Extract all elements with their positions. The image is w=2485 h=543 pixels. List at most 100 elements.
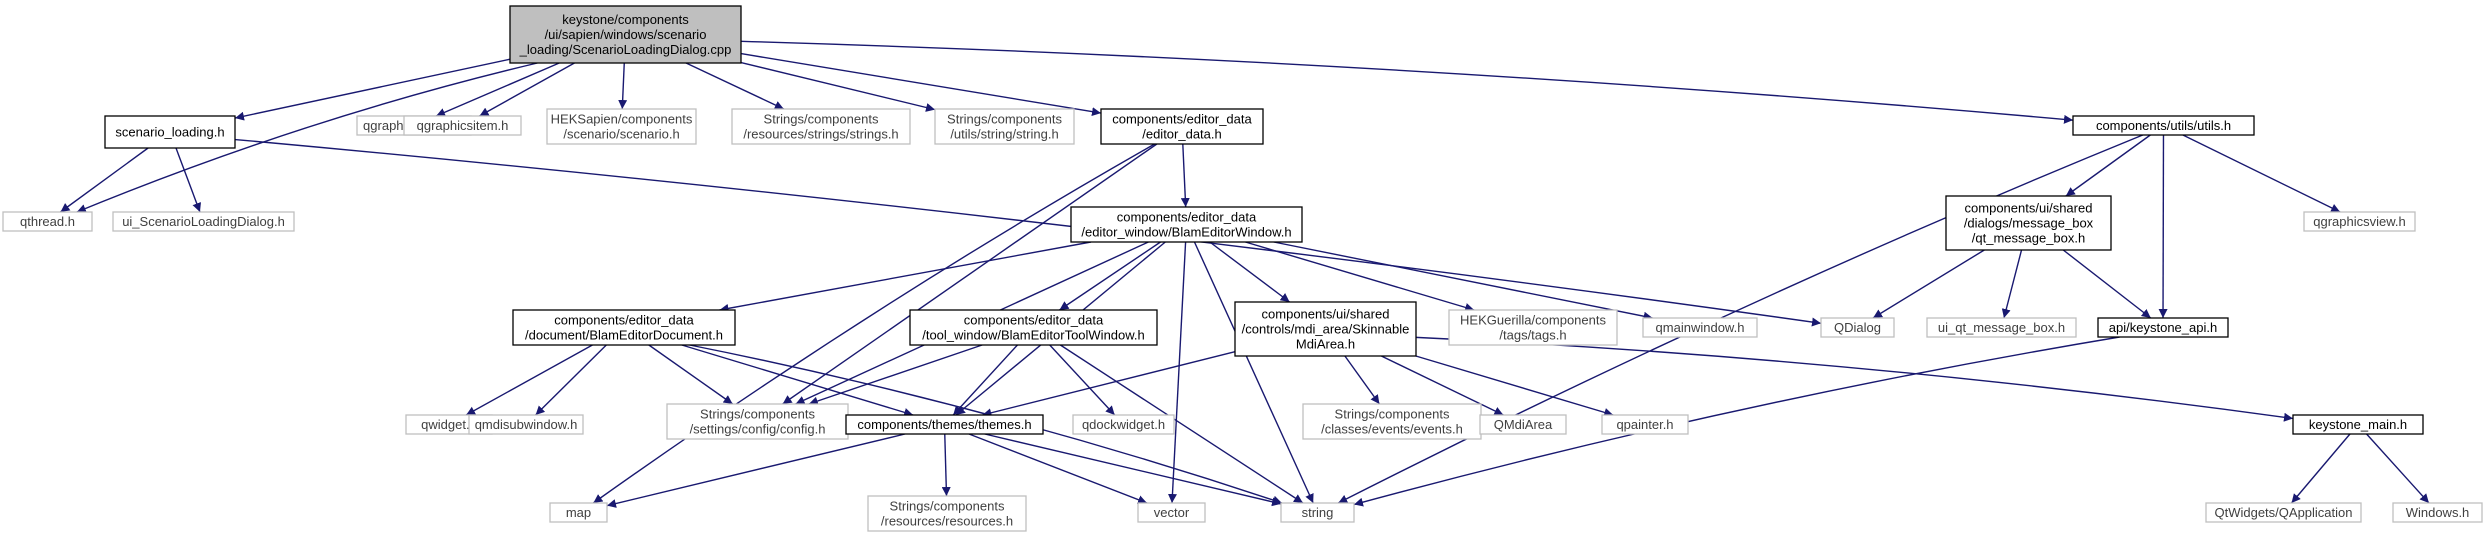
node-qapplication: QtWidgets/QApplication xyxy=(2205,502,2362,523)
node-label-line: _loading/ScenarioLoadingDialog.cpp xyxy=(519,42,732,57)
node-label-line: /tags/tags.h xyxy=(1499,328,1566,343)
node-blam_editor_window[interactable]: components/editor_data/editor_window/Bla… xyxy=(1070,206,1303,243)
edge-keystone_api-to-string xyxy=(1353,336,2120,507)
node-box xyxy=(1448,309,1618,346)
node-label-line: qdockwidget.h xyxy=(1082,417,1165,432)
node-box xyxy=(1234,301,1417,357)
edge-root-to-qgraphicsscene xyxy=(435,62,560,117)
node-windows: Windows.h xyxy=(2392,502,2483,523)
node-label-line: map xyxy=(566,505,591,520)
edge-skinnable_mdi-to-themes xyxy=(982,351,1236,418)
node-vector: vector xyxy=(1137,502,1206,523)
edge-root-to-qgraphicsitem xyxy=(479,62,575,117)
node-string: string xyxy=(1280,502,1355,523)
node-box xyxy=(1642,317,1758,338)
node-label-line: api/keystone_api.h xyxy=(2109,320,2217,335)
node-label-line: qgraphicsitem.h xyxy=(417,118,509,133)
node-qgraphicsitem: qgraphicsitem.h xyxy=(403,115,522,136)
node-scenario_loading[interactable]: scenario_loading.h xyxy=(104,115,236,149)
node-box xyxy=(1302,403,1482,440)
node-box xyxy=(845,414,1044,435)
node-box xyxy=(934,108,1075,145)
edge-blam_editor_document-to-config xyxy=(648,344,734,405)
node-box xyxy=(1072,414,1175,435)
node-box xyxy=(909,309,1158,346)
edge-scenario_loading-to-qdialog xyxy=(234,138,1822,327)
node-blam_editor_document[interactable]: components/editor_data/document/BlamEdit… xyxy=(512,309,736,346)
node-themes[interactable]: components/themes/themes.h xyxy=(845,414,1044,435)
edge-root-to-strings_strings xyxy=(685,62,785,110)
node-label-line: /tool_window/BlamEditorToolWindow.h xyxy=(922,328,1145,343)
node-box xyxy=(2097,317,2229,338)
edge-themes-to-map xyxy=(606,433,906,508)
node-box xyxy=(666,403,849,440)
node-qmdiarea: QMdiArea xyxy=(1479,414,1567,435)
node-editor_data[interactable]: components/editor_data/editor_data.h xyxy=(1100,108,1264,145)
edge-message_box-to-keystone_api xyxy=(2062,249,2152,319)
edge-skinnable_mdi-to-keystone_main xyxy=(1415,336,2294,422)
edge-blam_editor_window-to-blam_editor_tool_window xyxy=(1059,241,1161,311)
node-box xyxy=(512,309,736,346)
edge-blam_editor_document-to-qwidget xyxy=(465,344,593,416)
node-label-line: QDialog xyxy=(1834,320,1881,335)
edge-themes-to-resources xyxy=(941,433,951,497)
edge-utils-to-string xyxy=(1337,134,2143,504)
node-label-line: /scenario/scenario.h xyxy=(563,127,679,142)
edge-blam_editor_window-to-string xyxy=(1193,241,1314,504)
edge-root-to-scenario_loading xyxy=(234,58,511,121)
node-label-line: components/editor_data xyxy=(1112,112,1252,127)
node-label-line: Windows.h xyxy=(2406,505,2470,520)
node-config: Strings/components/settings/config/confi… xyxy=(666,403,849,440)
node-keystone_api[interactable]: api/keystone_api.h xyxy=(2097,317,2229,338)
node-box xyxy=(2072,115,2255,136)
node-qdockwidget: qdockwidget.h xyxy=(1072,414,1175,435)
node-label-line: QMdiArea xyxy=(1494,417,1553,432)
edge-blam_editor_document-to-qmdisubwindow xyxy=(535,344,607,416)
node-utils[interactable]: components/utils/utils.h xyxy=(2072,115,2255,136)
node-label-line: components/ui/shared xyxy=(1965,201,2093,216)
edges-layer xyxy=(60,40,2430,508)
node-skinnable_mdi[interactable]: components/ui/shared/controls/mdi_area/S… xyxy=(1234,301,1417,357)
node-heksapien_scenario: HEKSapien/components/scenario/scenario.h xyxy=(546,108,697,145)
node-box xyxy=(509,5,742,64)
edge-skinnable_mdi-to-qpainter xyxy=(1415,355,1614,417)
node-box xyxy=(2292,414,2424,435)
node-blam_editor_tool_window[interactable]: components/editor_data/tool_window/BlamE… xyxy=(909,309,1158,346)
edge-utils-to-qgraphicsview xyxy=(2182,134,2341,213)
edge-scenario_loading-to-qthread xyxy=(60,147,149,213)
node-label-line: qgraphicsview.h xyxy=(2313,214,2406,229)
edge-scenario_loading-to-ui_dialog xyxy=(175,147,202,213)
node-root[interactable]: keystone/components/ui/sapien/windows/sc… xyxy=(509,5,742,64)
node-label-line: components/utils/utils.h xyxy=(2096,118,2231,133)
node-box xyxy=(1070,206,1303,243)
edge-blam_editor_tool_window-to-themes xyxy=(952,344,1018,416)
node-label-line: qmainwindow.h xyxy=(1656,320,1745,335)
node-strings_string: Strings/components/utils/string/string.h xyxy=(934,108,1075,145)
node-message_box[interactable]: components/ui/shared/dialogs/message_box… xyxy=(1945,195,2112,251)
node-label-line: qpainter.h xyxy=(1616,417,1673,432)
node-label-line: MdiArea.h xyxy=(1296,337,1355,352)
node-label-line: /document/BlamEditorDocument.h xyxy=(525,328,723,343)
node-box xyxy=(468,414,584,435)
node-box xyxy=(1479,414,1567,435)
node-label-line: Strings/components xyxy=(1335,407,1450,422)
node-box xyxy=(1926,317,2077,338)
edge-keystone_main-to-windows xyxy=(2366,433,2430,504)
node-label-line: components/ui/shared xyxy=(1262,307,1390,322)
node-label-line: /qt_message_box.h xyxy=(1972,231,2085,246)
edge-blam_editor_tool_window-to-string xyxy=(1059,344,1304,504)
node-box xyxy=(112,211,295,232)
node-box xyxy=(1100,108,1264,145)
node-qpainter: qpainter.h xyxy=(1601,414,1689,435)
edge-root-to-editor_data xyxy=(740,52,1102,117)
node-resources: Strings/components/resources/resources.h xyxy=(867,495,1027,532)
node-label-line: /utils/string/string.h xyxy=(950,127,1058,142)
edge-blam_editor_window-to-qmainwindow xyxy=(1273,241,1653,321)
node-label-line: vector xyxy=(1154,505,1190,520)
edge-root-to-utils xyxy=(740,40,2074,124)
node-label-line: components/editor_data xyxy=(1117,210,1257,225)
node-box xyxy=(867,495,1027,532)
node-keystone_main[interactable]: keystone_main.h xyxy=(2292,414,2424,435)
nodes-layer: keystone/components/ui/sapien/windows/sc… xyxy=(2,5,2483,532)
